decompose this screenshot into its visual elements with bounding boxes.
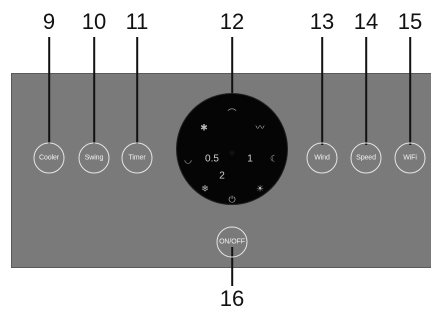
callout-9: 9: [42, 9, 56, 34]
callout-10: 10: [81, 9, 107, 34]
cool-icon: ❄: [201, 183, 209, 194]
callout-14: 14: [353, 9, 379, 34]
timer-two-label: 2: [219, 170, 225, 182]
callout-13: 13: [309, 9, 335, 34]
speed-button[interactable]: Speed: [350, 142, 382, 174]
leader-line-9: [48, 37, 50, 144]
moon-icon: ☾: [269, 153, 279, 164]
callout-15: 15: [397, 9, 423, 34]
speed-label: Speed: [356, 154, 376, 162]
leader-line-15: [409, 37, 411, 145]
leader-line-13: [321, 37, 323, 145]
callout-16: 16: [219, 286, 245, 311]
wifi-label: WiFi: [403, 154, 417, 162]
onoff-button[interactable]: ON/OFF: [216, 226, 248, 258]
callout-11: 11: [125, 9, 149, 34]
wifi-button[interactable]: WiFi: [394, 142, 426, 174]
smile-icon: ◡: [184, 154, 192, 165]
wind-icon: 〰: [255, 122, 265, 133]
wind-button[interactable]: Wind: [306, 142, 338, 174]
timer-label: Timer: [128, 154, 146, 162]
center-dot: [229, 150, 235, 156]
power-icon: ⏻: [228, 194, 236, 205]
timer-half-label: 0.5: [205, 153, 219, 165]
wind-label: Wind: [314, 154, 330, 162]
swing-label: Swing: [84, 154, 104, 162]
fan-icon: ✱: [200, 122, 208, 133]
sun-icon: ☀: [255, 183, 265, 194]
timer-one-label: 1: [247, 153, 253, 165]
cooler-button[interactable]: Cooler: [33, 142, 65, 174]
timer-button[interactable]: Timer: [121, 142, 153, 174]
cooler-label: Cooler: [38, 154, 60, 162]
onoff-label: ON/OFF: [219, 238, 245, 246]
wave-icon: ⌒: [227, 108, 237, 119]
callout-12: 12: [219, 9, 245, 34]
swing-button[interactable]: Swing: [78, 142, 110, 174]
leader-line-11: [136, 37, 138, 144]
leader-line-16: [231, 247, 233, 286]
display-dial: [176, 93, 288, 205]
leader-line-14: [365, 37, 367, 145]
leader-line-10: [93, 37, 95, 144]
